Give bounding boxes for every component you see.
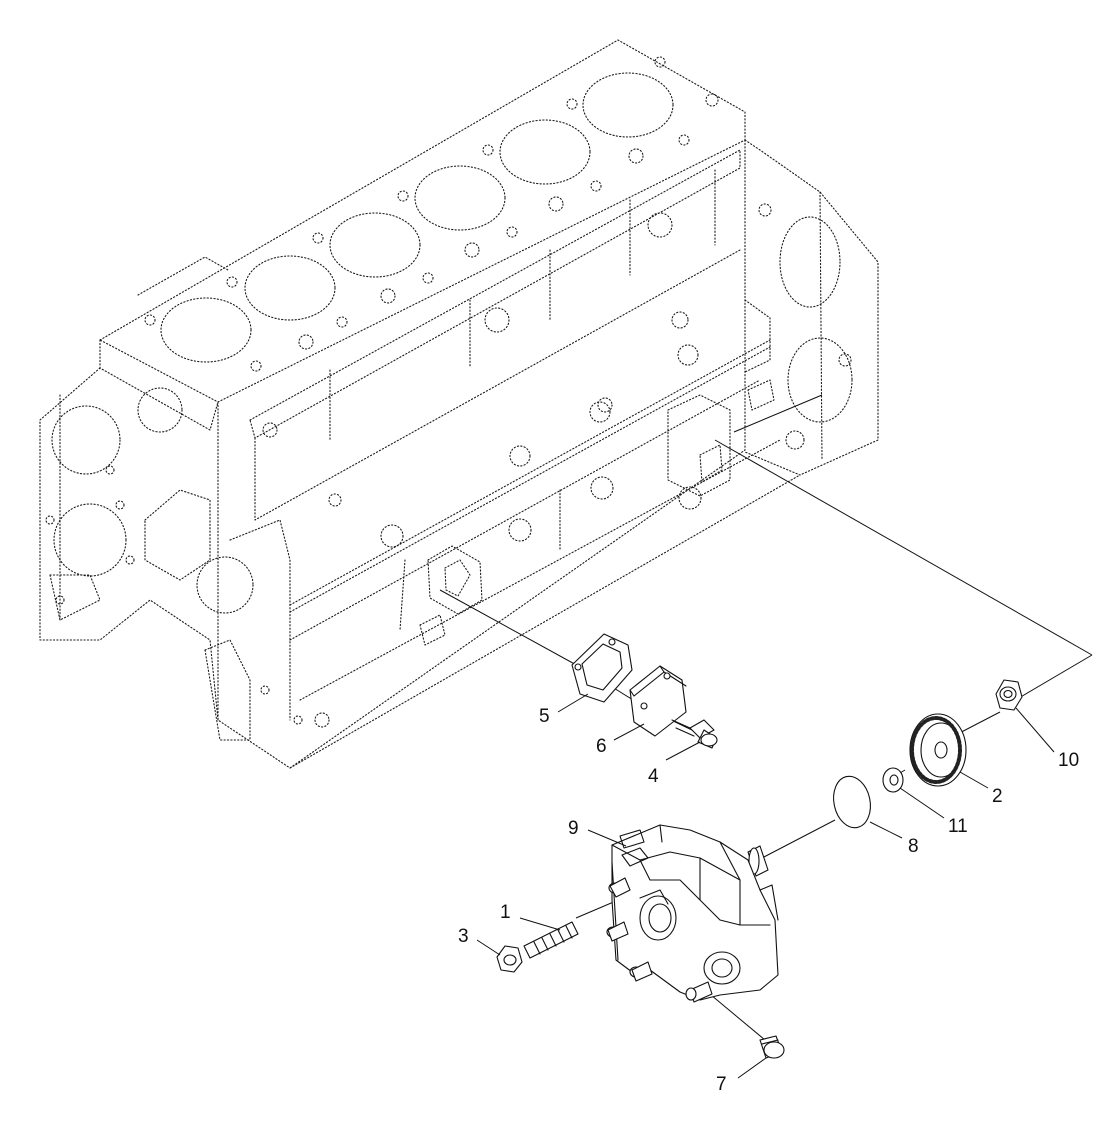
- callout-11: 11: [948, 816, 968, 837]
- callout-4-leader: [665, 741, 701, 761]
- callout-2-leader: [959, 771, 989, 789]
- callout-11-leader: [899, 787, 945, 819]
- shaft-axis-line: [733, 394, 823, 433]
- callout-10-leader: [1015, 707, 1055, 753]
- callout-1: 1: [500, 902, 511, 923]
- shaft-axis-line: [1011, 654, 1093, 703]
- callout-7-leader: [737, 1057, 767, 1079]
- callout-1-leader: [519, 917, 561, 931]
- callout-labels: 1 2 3 4 5 6 7 8 9 10 11: [458, 706, 1079, 1095]
- part-washer[interactable]: [882, 767, 904, 793]
- cylinder-bore: [329, 212, 421, 278]
- shaft-axis-line: [761, 819, 836, 859]
- callout-9-leader: [587, 829, 627, 847]
- plate-assembly-line: [439, 589, 581, 668]
- cylinder-bore: [582, 72, 674, 138]
- part-screw[interactable]: [671, 719, 718, 749]
- callout-5-leader: [557, 693, 589, 713]
- cylinder-bore: [499, 119, 591, 185]
- callout-leaders: [476, 693, 1055, 1079]
- callout-6: 6: [596, 736, 607, 757]
- callout-9: 9: [568, 818, 579, 839]
- part-cover-plate[interactable]: [629, 665, 687, 737]
- engine-block: [39, 39, 879, 769]
- callout-8-leader: [869, 821, 903, 839]
- callout-3: 3: [458, 926, 469, 947]
- deck-bolt-holes: [144, 56, 719, 372]
- callout-6-leader: [613, 723, 645, 741]
- part-o-ring[interactable]: [829, 773, 875, 831]
- callout-4: 4: [648, 766, 659, 787]
- shaft-axis-line: [714, 439, 1093, 656]
- part-nut[interactable]: [995, 679, 1023, 711]
- cylinder-bore: [244, 255, 336, 321]
- part-stud-nut[interactable]: [496, 945, 523, 973]
- part-stud[interactable]: [523, 921, 579, 959]
- callout-8: 8: [908, 836, 919, 857]
- callout-10: 10: [1058, 750, 1079, 771]
- plug-axis-line: [704, 989, 766, 1041]
- cylinder-bore: [160, 297, 252, 363]
- cylinder-bore: [414, 165, 506, 231]
- callout-7: 7: [716, 1074, 727, 1095]
- callout-5: 5: [539, 706, 550, 727]
- part-gasket[interactable]: [571, 633, 633, 703]
- part-plug[interactable]: [759, 1035, 785, 1059]
- part-gear[interactable]: [909, 713, 967, 787]
- part-pump[interactable]: [606, 824, 779, 1003]
- callout-3-leader: [476, 939, 501, 956]
- callout-2: 2: [992, 786, 1003, 807]
